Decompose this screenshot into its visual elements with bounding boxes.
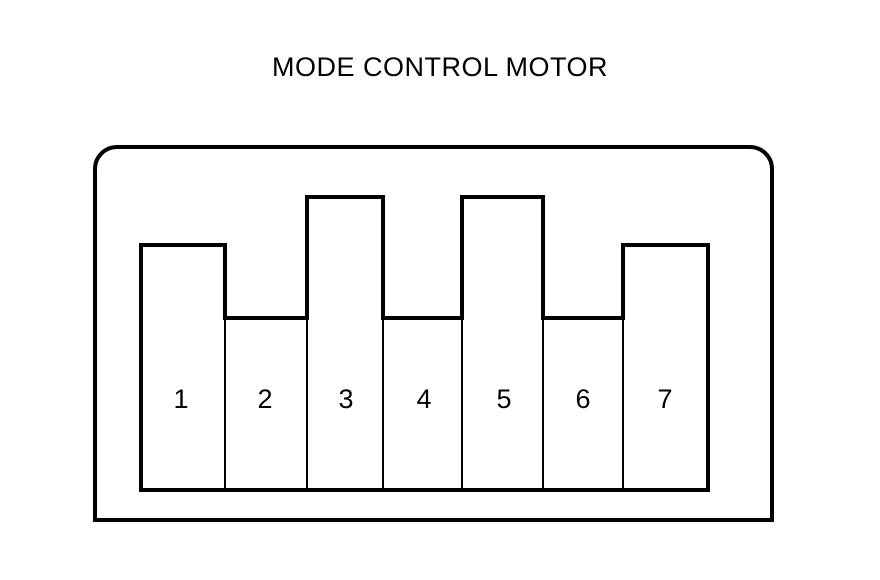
pin-number-1: 1: [173, 384, 188, 414]
pin-number-4: 4: [416, 384, 431, 414]
pin-number-3: 3: [338, 384, 353, 414]
page-title: MODE CONTROL MOTOR: [271, 52, 608, 82]
pin-number-5: 5: [496, 384, 511, 414]
pin-number-6: 6: [575, 384, 590, 414]
pin-number-7: 7: [657, 384, 672, 414]
pin-number-2: 2: [257, 384, 272, 414]
